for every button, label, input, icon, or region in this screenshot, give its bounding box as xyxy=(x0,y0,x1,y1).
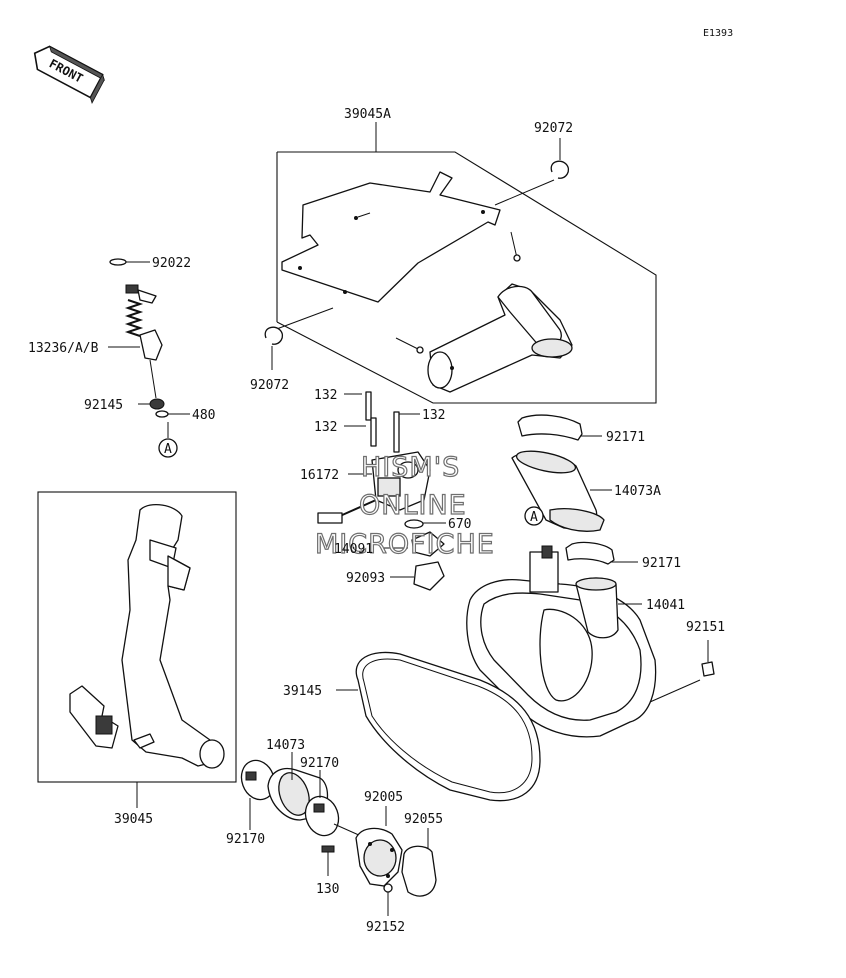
air-duct xyxy=(395,231,573,393)
label-16172: 16172 xyxy=(300,468,339,483)
diagram-code: E1393 xyxy=(703,28,733,39)
label-92022: 92022 xyxy=(152,256,191,271)
top-assembly-frame xyxy=(276,122,657,404)
callout-labels: 39045A 92072 92022 13236/A/B 92072 92145… xyxy=(28,107,725,935)
watermark: HISM'S ONLINE MICROFICHE xyxy=(314,451,495,560)
label-92005: 92005 xyxy=(364,790,403,805)
label-670: 670 xyxy=(448,517,471,532)
label-92145: 92145 xyxy=(84,398,123,413)
label-92170-bottom: 92170 xyxy=(226,832,265,847)
lower-duct-parts xyxy=(240,752,371,841)
label-92055: 92055 xyxy=(404,812,443,827)
label-132-c: 132 xyxy=(314,420,337,435)
label-39145: 39145 xyxy=(283,684,322,699)
label-13236: 13236/A/B xyxy=(28,341,99,356)
label-92171-bottom: 92171 xyxy=(642,556,681,571)
label-92072-top: 92072 xyxy=(534,121,573,136)
label-14041: 14041 xyxy=(646,598,685,613)
label-39045a: 39045A xyxy=(344,107,391,122)
label-92151: 92151 xyxy=(686,620,725,635)
label-132-a: 132 xyxy=(314,388,337,403)
intake-duct-right: A xyxy=(511,414,638,565)
lower-assembly-frame xyxy=(37,491,237,808)
inspection-cap xyxy=(321,806,437,916)
cover-plate xyxy=(281,171,501,303)
adjuster-assembly: A xyxy=(108,258,190,458)
label-92171-top: 92171 xyxy=(606,430,645,445)
clip-92072-bottom xyxy=(264,326,284,345)
label-132-b: 132 xyxy=(422,408,445,423)
label-39045: 39045 xyxy=(114,812,153,827)
label-14091: 14091 xyxy=(334,542,373,557)
drive-belt xyxy=(336,651,541,802)
label-92152: 92152 xyxy=(366,920,405,935)
watermark-line-2: ONLINE xyxy=(359,490,467,521)
label-92093: 92093 xyxy=(346,571,385,586)
ref-label-a-right: A xyxy=(530,510,538,525)
ref-label-a-left: A xyxy=(164,442,172,457)
label-480: 480 xyxy=(192,408,215,423)
label-14073: 14073 xyxy=(266,738,305,753)
ref-circle-a-right xyxy=(524,506,544,526)
label-92170-top: 92170 xyxy=(300,756,339,771)
actuator-assembly xyxy=(317,391,446,591)
label-14073a: 14073A xyxy=(614,484,661,499)
ref-circle-a-left xyxy=(158,438,178,458)
watermark-line-3: MICROFICHE xyxy=(315,529,495,560)
label-130: 130 xyxy=(316,882,339,897)
front-arrow-icon: FRONT xyxy=(33,45,105,105)
clutch-cover xyxy=(466,545,715,738)
clip-92072-top xyxy=(550,160,570,179)
label-92072-bottom: 92072 xyxy=(250,378,289,393)
watermark-line-1: HISM'S xyxy=(361,452,460,483)
